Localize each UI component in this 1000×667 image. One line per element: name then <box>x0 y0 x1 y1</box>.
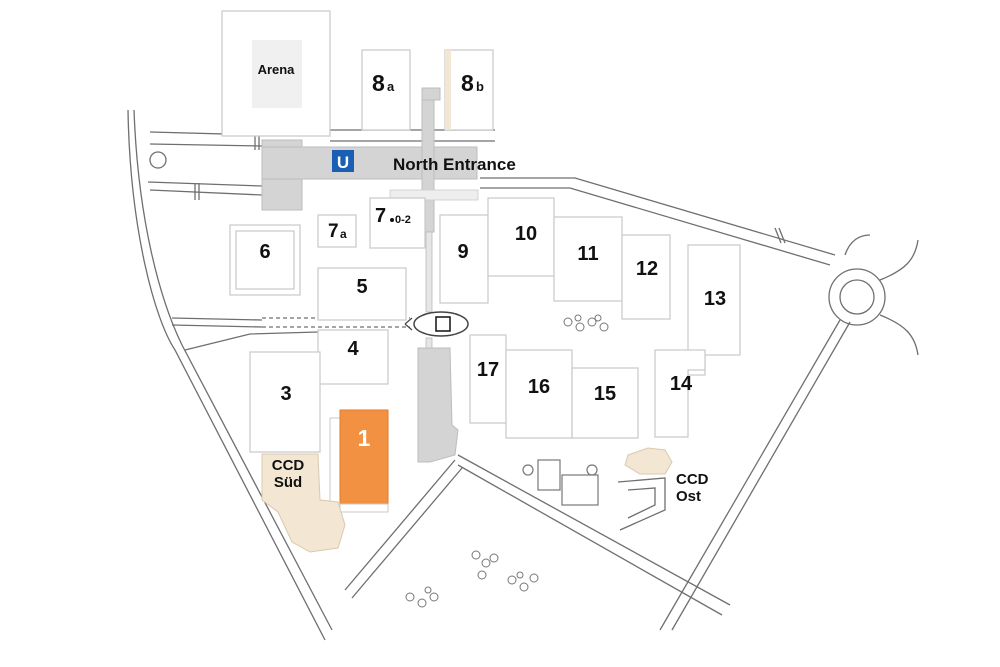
hall-15-label: 15 <box>594 383 616 405</box>
plaza-pavilions <box>522 459 599 506</box>
hall-13-label: 13 <box>704 288 726 310</box>
ccd-sued-building[interactable] <box>261 453 346 553</box>
hall-10-label: 10 <box>515 223 537 245</box>
hall-1-highlight[interactable] <box>339 409 389 505</box>
ccd-sued-line2: Süd <box>274 474 302 491</box>
hall-8b-number: 8 <box>461 70 474 96</box>
hall-5-label: 5 <box>356 276 367 298</box>
hall-11-label: 11 <box>577 243 598 265</box>
ccd-ost-building[interactable] <box>624 447 673 475</box>
hall-12-label: 12 <box>636 258 658 280</box>
hall-16-label: 16 <box>528 376 550 398</box>
hall-8a-number: 8 <box>372 70 385 96</box>
walkways <box>261 87 479 463</box>
arena-label: Arena <box>258 62 296 77</box>
hall-7a-suffix: a <box>340 227 347 241</box>
ccd-ost-line1: CCD <box>676 471 709 488</box>
subway-symbol: U <box>337 153 349 172</box>
hall-14-label: 14 <box>670 373 693 395</box>
hall-6-label: 6 <box>259 241 270 263</box>
road-network <box>127 109 919 641</box>
tree-icon <box>405 314 609 608</box>
arena-inner <box>252 40 302 108</box>
hall-17-label: 17 <box>477 359 499 381</box>
hall-7a-number: 7 <box>328 221 339 242</box>
halls <box>221 10 741 553</box>
ccd-sued-line1: CCD <box>272 457 305 474</box>
hall-7-suffix: 0-2 <box>395 214 411 226</box>
hall-4-label: 4 <box>347 338 359 360</box>
north-entrance-label: North Entrance <box>393 155 516 174</box>
hall-3-label: 3 <box>280 383 291 405</box>
hall-1-label: 1 <box>358 425 371 451</box>
ccd-ost-line2: Ost <box>676 488 701 505</box>
subway-u-icon[interactable]: U <box>332 150 354 172</box>
hall-7-number: 7 <box>375 205 386 227</box>
hall-9-label: 9 <box>457 241 468 263</box>
hall-8b-suffix: b <box>476 79 484 94</box>
parking-icon[interactable] <box>404 311 469 337</box>
hall-8a-suffix: a <box>387 79 395 94</box>
